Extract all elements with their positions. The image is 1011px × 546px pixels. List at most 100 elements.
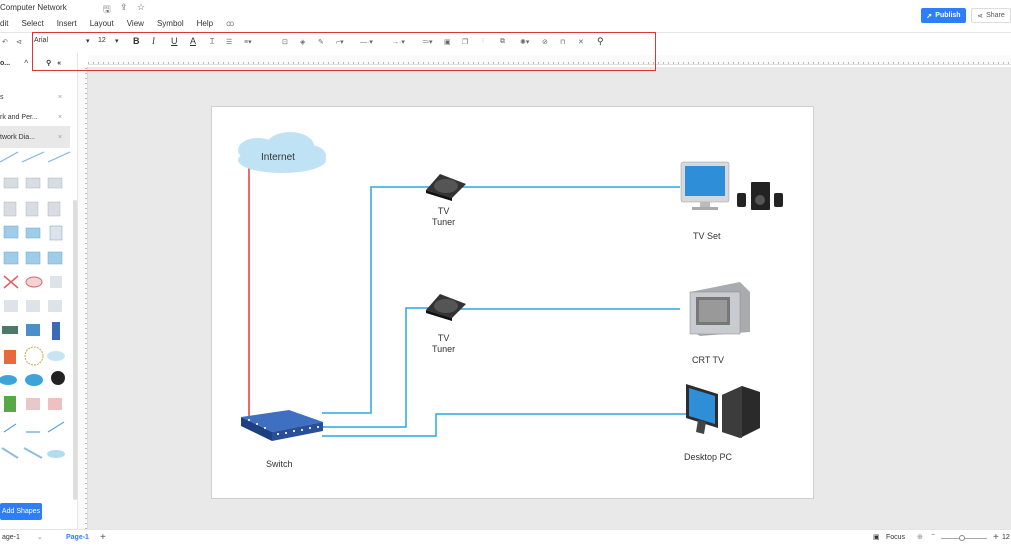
focus-label[interactable]: Focus [886, 534, 906, 541]
menu-symbol[interactable]: Symbol [156, 19, 184, 28]
effects-icon[interactable]: ✺▾ [520, 39, 530, 46]
arrow-style-icon[interactable]: →·▾ [392, 39, 405, 46]
connector-icon[interactable]: ⌐▾ [336, 39, 344, 46]
italic-button[interactable]: I [152, 36, 155, 46]
line-shape [3, 423, 17, 433]
tv-tuner-label[interactable]: TV Tuner [432, 333, 456, 354]
library-item-label: twork Dia... [0, 133, 36, 141]
status-bar [0, 529, 1011, 546]
chevron-up-icon[interactable]: ^ [24, 60, 29, 67]
document-title[interactable]: Computer Network [0, 3, 67, 12]
box-shape [26, 324, 40, 336]
box-shape [26, 300, 40, 312]
internet-label[interactable]: Internet [261, 152, 295, 163]
crt-tv-label[interactable]: CRT TV [692, 355, 725, 365]
menu-select[interactable]: Select [21, 19, 44, 28]
font-family-select[interactable]: Arial ▾ [34, 37, 92, 49]
replace-icon[interactable]: ⊘ [542, 39, 548, 46]
add-shapes-button[interactable]: Add Shapes [0, 503, 42, 520]
undo-icon[interactable]: ↶ [2, 39, 8, 46]
export-icon[interactable]: ⇪ [120, 2, 128, 12]
pen-icon[interactable]: ✎ [318, 39, 324, 46]
zoom-out-icon[interactable]: − [931, 532, 936, 539]
group-icon[interactable]: ⧉ [500, 38, 505, 45]
close-icon[interactable]: × [58, 133, 63, 141]
menu-layout[interactable]: Layout [89, 19, 114, 28]
underline-button[interactable]: U [171, 36, 178, 46]
server-shape [3, 177, 19, 189]
font-family-value: Arial [34, 37, 49, 44]
font-size-select[interactable]: 12 ▾ [98, 37, 122, 49]
cable-desktop [322, 413, 686, 437]
library-item[interactable]: s× [0, 86, 70, 108]
collapse-icon[interactable]: « [57, 60, 62, 67]
switch-label[interactable]: Switch [266, 459, 293, 469]
device-shape [47, 251, 63, 265]
close-icon[interactable]: × [58, 113, 63, 121]
send-icon: ➚ [926, 12, 933, 20]
network-switch-icon [241, 410, 323, 441]
box-shape [50, 276, 62, 288]
chevron-down-icon: ▾ [86, 38, 90, 45]
crt-tv-icon [689, 282, 750, 336]
lock-icon[interactable]: ⊓ [560, 39, 566, 46]
font-color-button[interactable]: A [190, 36, 197, 46]
publish-button[interactable]: ➚ Publish [921, 8, 966, 23]
tv-set-label[interactable]: TV Set [693, 231, 721, 241]
server-shape [25, 201, 39, 217]
search-icon[interactable]: ⚲ [597, 36, 604, 46]
bold-button[interactable]: B [133, 36, 140, 46]
library-item-label: s [0, 93, 4, 101]
tv-tuner-icon [426, 174, 466, 201]
x-shape [3, 275, 19, 289]
menu-insert[interactable]: Insert [56, 19, 77, 28]
line-shape [47, 421, 65, 433]
desktop-pc-icon [686, 384, 760, 438]
menu-edit[interactable]: dit [0, 19, 9, 28]
tools-icon[interactable]: ✕ [578, 39, 584, 46]
ai-icon[interactable]: ꝏ [226, 19, 235, 28]
arrange-icon[interactable]: ❐ [462, 39, 469, 46]
tower-shape [52, 322, 60, 340]
line-weight-icon[interactable]: ≕▾ [422, 39, 433, 46]
chevron-down-icon[interactable]: ⌄ [37, 534, 43, 541]
text-style-icon[interactable]: T̲ [210, 38, 215, 45]
fill-icon[interactable]: ◈ [300, 39, 306, 46]
textbox-icon[interactable]: ⊡ [282, 39, 288, 46]
zoom-slider-handle[interactable] [959, 535, 965, 541]
add-page-icon[interactable]: + [100, 532, 106, 543]
box-shape [48, 398, 62, 410]
tab-page-1[interactable]: Page-1 [66, 534, 89, 541]
shield-shape [4, 396, 16, 412]
search-icon[interactable]: ⚲ [46, 60, 52, 67]
line-style-icon[interactable]: —·▾ [360, 39, 373, 46]
save-icon[interactable]: 🖫 [103, 4, 111, 14]
shape-thumbnails[interactable] [0, 148, 74, 468]
menu-view[interactable]: View [126, 19, 144, 28]
menu-help[interactable]: Help [196, 19, 214, 28]
box-shape [48, 300, 62, 312]
share-icon: ⋖ [977, 12, 984, 20]
distribute-icon[interactable]: ⫶ [482, 38, 484, 45]
page-selector[interactable]: age-1 [2, 534, 20, 541]
desktop-pc-label[interactable]: Desktop PC [684, 452, 733, 462]
speaker-icon [737, 182, 783, 210]
cloud-shape [47, 351, 65, 361]
tv-tuner-label[interactable]: TV Tuner [432, 206, 456, 227]
shadow-icon[interactable]: ▣ [444, 39, 451, 46]
share-label: Share [986, 12, 1005, 19]
play-icon[interactable]: ⊕ [917, 534, 923, 541]
star-icon[interactable]: ☆ [137, 2, 146, 12]
library-item[interactable]: rk and Per...× [0, 106, 70, 128]
format-painter-icon[interactable]: ⊲ [16, 39, 22, 46]
close-icon[interactable]: × [58, 93, 63, 101]
library-item-active[interactable]: twork Dia... × [0, 126, 70, 148]
zoom-in-icon[interactable]: + [993, 532, 999, 543]
library-header[interactable]: o... ^ ⚲ « [0, 59, 61, 67]
align-icon[interactable]: ☰ [226, 39, 233, 46]
line-spacing-icon[interactable]: ≡▾ [244, 39, 252, 46]
cloud-shape [25, 374, 43, 386]
sidebar-scrollbar[interactable] [73, 200, 77, 500]
focus-icon[interactable]: ▣ [873, 534, 880, 541]
cable-tuner2 [322, 307, 432, 428]
